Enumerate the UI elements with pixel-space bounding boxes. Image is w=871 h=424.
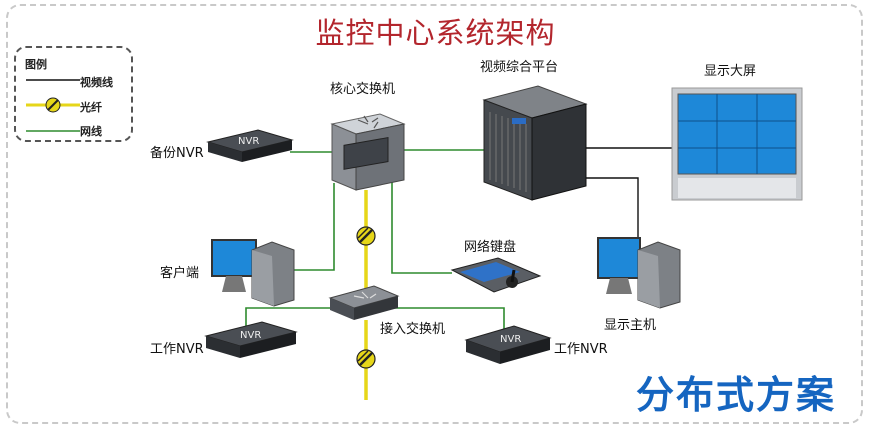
core-switch-label: 核心交换机: [330, 82, 396, 97]
video-platform-icon: [482, 85, 588, 201]
access-switch-label: 接入交换机: [380, 322, 446, 337]
client-label: 客户端: [160, 266, 200, 281]
work-nvr-left-icon: [204, 321, 298, 358]
display-host-pc-icon: [597, 237, 681, 309]
network-keyboard-icon: [450, 257, 542, 293]
core-switch-icon: [330, 113, 406, 191]
work-nvr-left-badge: NVR: [240, 330, 262, 341]
legend-title: 图例: [25, 58, 47, 71]
legend-item-video: 视频线: [80, 76, 113, 89]
legend-swatches: [26, 79, 80, 132]
diagram-title: 监控中心系统架构: [315, 16, 556, 50]
watermark-text: 分布式方案: [636, 373, 837, 417]
client-pc-icon: [211, 239, 295, 307]
cable-client-core: [292, 183, 335, 271]
video-platform-label: 视频综合平台: [480, 60, 559, 75]
legend: 图例 视频线 光纤 网线: [14, 46, 133, 142]
display-host-label: 显示主机: [604, 318, 657, 333]
work-nvr-right-badge: NVR: [500, 334, 522, 345]
backup-nvr-icon: [206, 129, 294, 162]
fiber-icon: [356, 226, 376, 246]
backup-nvr-label: 备份NVR: [150, 146, 204, 161]
work-nvr-left-label: 工作NVR: [150, 342, 204, 357]
fiber-icon: [356, 349, 376, 369]
video-cables: [584, 147, 678, 258]
legend-item-fiber: 光纤: [80, 101, 102, 114]
work-nvr-right-label: 工作NVR: [554, 342, 608, 357]
cable-keyboard-core: [391, 180, 452, 274]
legend-item-net: 网线: [80, 125, 102, 138]
work-nvr-right-icon: [464, 325, 552, 364]
display-wall-label: 显示大屏: [704, 64, 757, 79]
keyboard-label: 网络键盘: [464, 240, 517, 255]
video-platform-host: [584, 177, 639, 258]
topology-drawing: [204, 85, 803, 400]
access-switch-icon: [328, 285, 400, 320]
display-wall-icon: [671, 87, 803, 201]
backup-nvr-badge: NVR: [238, 136, 260, 147]
